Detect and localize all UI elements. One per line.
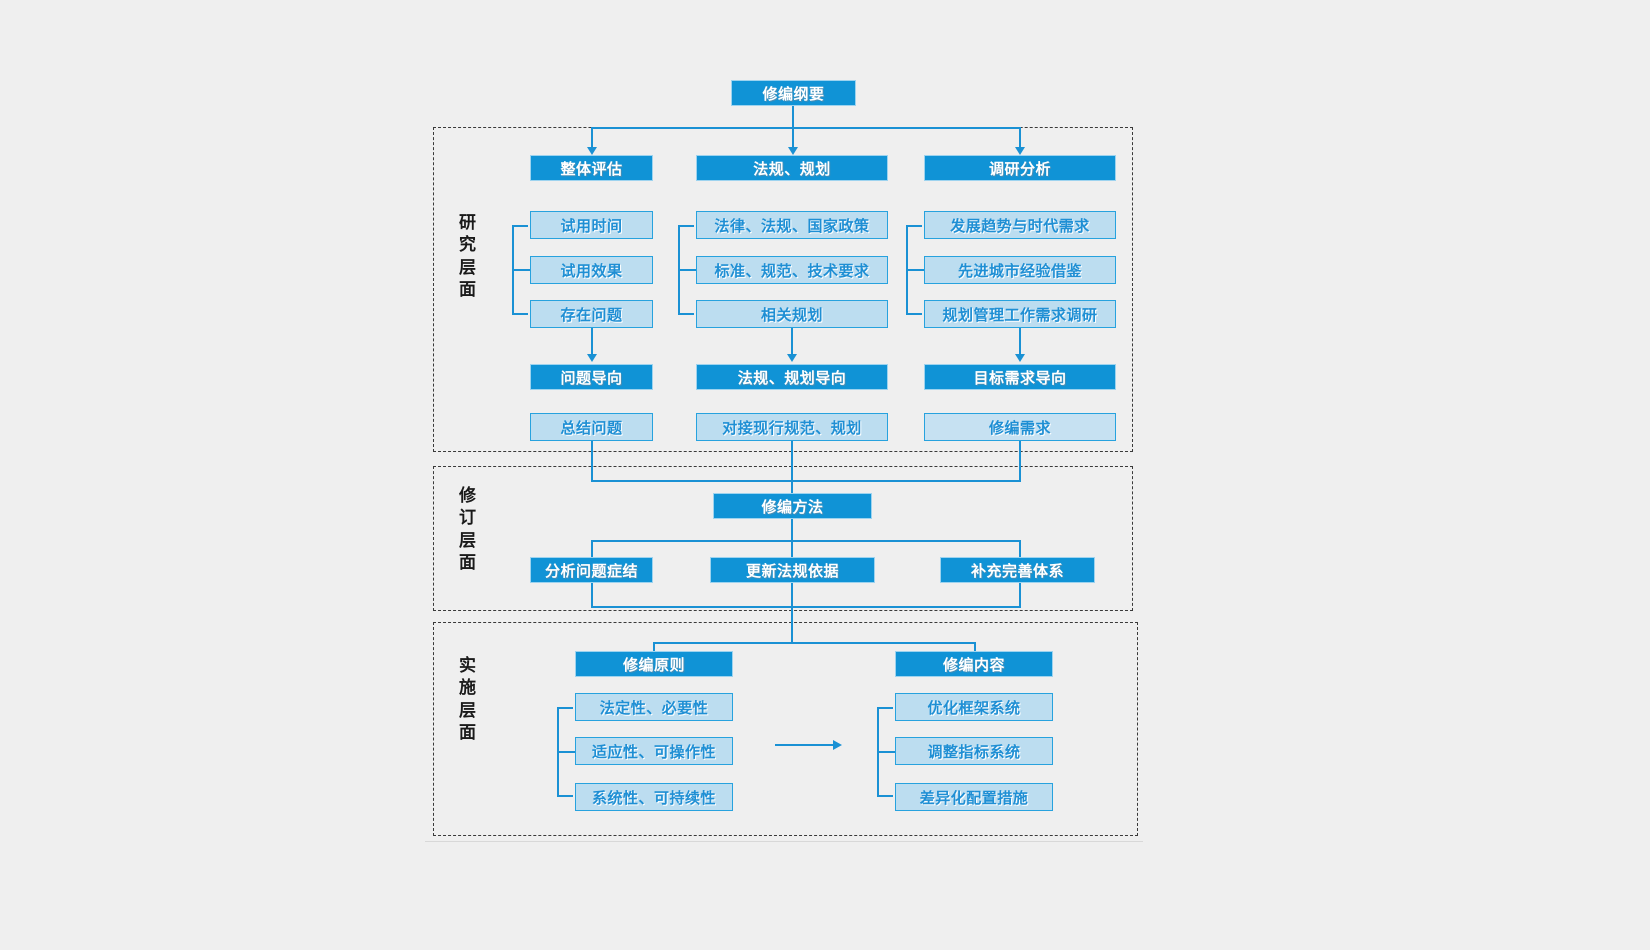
connector-rev1-down xyxy=(591,583,593,607)
connector-group-link-line xyxy=(775,744,835,746)
node-revision-head[interactable]: 修编方法 xyxy=(713,493,872,519)
connector-root-drop-3 xyxy=(1019,127,1021,149)
node-research-col3-outcome[interactable]: 修编需求 xyxy=(924,413,1116,441)
connector-implement-drop-left xyxy=(653,642,655,651)
arrowhead-col3-orientation xyxy=(1015,354,1025,362)
connector-root-drop-1 xyxy=(591,127,593,149)
connector-outcome1-down xyxy=(591,441,593,481)
node-research-col1-item-2[interactable]: 试用效果 xyxy=(530,256,653,284)
connector-method-drop-3 xyxy=(1019,540,1021,557)
node-implement-group2-item-1[interactable]: 优化框架系统 xyxy=(895,693,1053,721)
node-root-outline[interactable]: 修编纲要 xyxy=(731,80,856,106)
arrowhead-col1-orientation xyxy=(587,354,597,362)
node-research-col3-orientation[interactable]: 目标需求导向 xyxy=(924,364,1116,390)
node-research-col2-item-3[interactable]: 相关规划 xyxy=(696,300,888,328)
node-research-col3-item-3[interactable]: 规划管理工作需求调研 xyxy=(924,300,1116,328)
connector-outcome3-down xyxy=(1019,441,1021,481)
node-revision-item-3[interactable]: 补充完善体系 xyxy=(940,557,1095,583)
node-research-col1-item-3[interactable]: 存在问题 xyxy=(530,300,653,328)
connector-col1-to-orientation xyxy=(591,328,593,356)
connector-implement-bus xyxy=(654,642,976,644)
node-research-col1-item-1[interactable]: 试用时间 xyxy=(530,211,653,239)
node-research-col3-head[interactable]: 调研分析 xyxy=(924,155,1116,181)
arrowhead-to-col-1 xyxy=(587,147,597,155)
panel-revision xyxy=(433,466,1133,611)
node-implement-group2-head[interactable]: 修编内容 xyxy=(895,651,1053,677)
node-research-col3-item-2[interactable]: 先进城市经验借鉴 xyxy=(924,256,1116,284)
arrow-right-icon xyxy=(833,740,842,750)
connector-rev-merge-bus xyxy=(591,606,1021,608)
arrowhead-col2-orientation xyxy=(787,354,797,362)
stub-implement-group2-mid xyxy=(877,751,895,753)
panel-implement xyxy=(433,622,1138,836)
connector-method-down xyxy=(791,519,793,541)
node-research-col1-head[interactable]: 整体评估 xyxy=(530,155,653,181)
panel-label-research: 研 究 层 面 xyxy=(459,213,477,301)
connector-method-bus xyxy=(592,540,1020,542)
arrowhead-to-col-2 xyxy=(788,147,798,155)
node-implement-group1-item-2[interactable]: 适应性、可操作性 xyxy=(575,737,733,765)
connector-method-drop-1 xyxy=(591,540,593,557)
connector-implement-drop-right xyxy=(974,642,976,651)
node-research-col2-head[interactable]: 法规、规划 xyxy=(696,155,888,181)
stub-research-col1-mid xyxy=(512,269,530,271)
connector-outcome-merge-bus xyxy=(591,480,1021,482)
node-research-col2-item-1[interactable]: 法律、法规、国家政策 xyxy=(696,211,888,239)
node-implement-group1-head[interactable]: 修编原则 xyxy=(575,651,733,677)
stub-implement-group1-mid xyxy=(557,751,575,753)
node-revision-item-1[interactable]: 分析问题症结 xyxy=(530,557,653,583)
node-research-col2-item-2[interactable]: 标准、规范、技术要求 xyxy=(696,256,888,284)
node-research-col2-orientation[interactable]: 法规、规划导向 xyxy=(696,364,888,390)
connector-rev3-down xyxy=(1019,583,1021,607)
panel-label-revision: 修 订 层 面 xyxy=(459,486,477,574)
connector-rev2-down xyxy=(791,583,793,643)
stub-research-col3-mid xyxy=(906,269,924,271)
node-implement-group1-item-3[interactable]: 系统性、可持续性 xyxy=(575,783,733,811)
connector-outcome2-down xyxy=(791,441,793,496)
stub-research-col2-mid xyxy=(678,269,696,271)
connector-root-down xyxy=(792,106,794,128)
connector-root-drop-2 xyxy=(792,127,794,149)
node-research-col3-item-1[interactable]: 发展趋势与时代需求 xyxy=(924,211,1116,239)
node-implement-group2-item-3[interactable]: 差异化配置措施 xyxy=(895,783,1053,811)
connector-method-drop-2 xyxy=(791,540,793,557)
connector-merge-to-method xyxy=(791,480,793,496)
connector-col3-to-orientation xyxy=(1019,328,1021,356)
node-implement-group2-item-2[interactable]: 调整指标系统 xyxy=(895,737,1053,765)
node-research-col1-outcome[interactable]: 总结问题 xyxy=(530,413,653,441)
node-implement-group1-item-1[interactable]: 法定性、必要性 xyxy=(575,693,733,721)
node-research-col2-outcome[interactable]: 对接现行规范、规划 xyxy=(696,413,888,441)
connector-col2-to-orientation xyxy=(791,328,793,356)
page-baseline xyxy=(425,841,1143,842)
node-revision-item-2[interactable]: 更新法规依据 xyxy=(710,557,875,583)
node-research-col1-orientation[interactable]: 问题导向 xyxy=(530,364,653,390)
arrowhead-to-col-3 xyxy=(1015,147,1025,155)
connector-root-bus xyxy=(592,127,1020,129)
panel-label-implement: 实 施 层 面 xyxy=(459,656,477,744)
